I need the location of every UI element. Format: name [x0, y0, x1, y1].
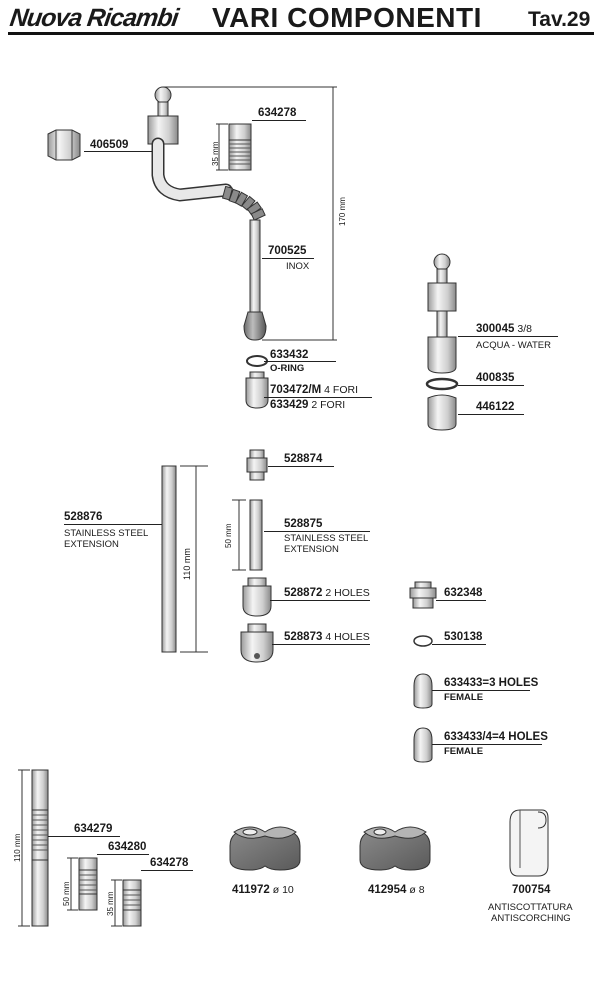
part-634278-top-drawing — [216, 123, 252, 171]
rule-634278-top — [252, 120, 306, 121]
code-632348: 632348 — [444, 587, 483, 599]
code-406509: 406509 — [90, 139, 129, 151]
desc1-700754: ANTISCOTTATURA — [488, 902, 573, 913]
part-530138-oring — [413, 635, 433, 647]
part-700754-antiscorching — [509, 809, 549, 877]
part-700525-lance — [147, 86, 337, 341]
rule-528872 — [270, 600, 370, 601]
part-634278-bottom-spring — [111, 879, 142, 927]
desc-633432: O-RING — [270, 363, 305, 374]
rule-634278-bottom — [141, 870, 193, 871]
part-528872-nozzle — [242, 577, 272, 617]
code-633433: 633433=3 HOLES — [444, 677, 539, 689]
dim-528875: 50 mm — [224, 523, 233, 548]
part-703472-nozzle — [245, 371, 269, 409]
table-number: Tav.29 — [528, 8, 591, 31]
dim-528876: 110 mm — [182, 548, 192, 580]
rule-528874 — [268, 466, 334, 467]
desc-633433: FEMALE — [444, 692, 484, 703]
part-633433-nozzle — [413, 673, 433, 709]
rule-632348 — [436, 600, 486, 601]
part-446122-cap — [427, 394, 457, 431]
code-634278-top: 634278 — [258, 107, 297, 119]
part-528876-extension — [161, 465, 208, 653]
header-rule — [8, 32, 594, 35]
part-400835-oring — [425, 377, 459, 391]
dim-634279: 110 mm — [13, 833, 22, 862]
code-700754: 700754 — [512, 884, 551, 896]
rule-633433 — [432, 690, 530, 691]
desc2-700754: ANTISCORCHING — [491, 913, 571, 924]
desc1-528876: STAINLESS STEEL — [64, 528, 149, 539]
desc-633434: FEMALE — [444, 746, 484, 757]
rule-528876 — [64, 524, 162, 525]
rule-400835 — [458, 385, 524, 386]
code-400835: 400835 — [476, 372, 515, 384]
part-528875-extension — [232, 499, 263, 571]
desc-700525: INOX — [286, 261, 310, 272]
rule-700525 — [262, 258, 314, 259]
rule-446122 — [458, 414, 524, 415]
rule-528875 — [264, 531, 370, 532]
desc1-528875: STAINLESS STEEL — [284, 533, 369, 544]
code-700525: 700525 — [268, 245, 307, 257]
part-634279-spring — [18, 769, 49, 927]
code-528875: 528875 — [284, 518, 323, 530]
dim-634278-top: 35 mm — [211, 141, 220, 166]
part-528874-fitting — [246, 449, 268, 481]
part-528873-nozzle — [240, 623, 274, 663]
rule-633432 — [264, 361, 336, 362]
rule-530138 — [432, 644, 486, 645]
desc-300045: ACQUA - WATER — [476, 340, 551, 351]
rule-528873 — [272, 644, 370, 645]
dim-634278-bottom: 35 mm — [106, 891, 115, 916]
part-300045-lance — [427, 253, 457, 374]
code-530138: 530138 — [444, 631, 483, 643]
part-412954-rubber — [359, 826, 431, 871]
code-528874: 528874 — [284, 453, 323, 465]
code-634278-bottom: 634278 — [150, 857, 189, 869]
dim-634280: 50 mm — [62, 881, 71, 906]
rule-300045 — [458, 336, 558, 337]
rule-703472 — [264, 397, 372, 398]
code-634280: 634280 — [108, 841, 147, 853]
code-634279: 634279 — [74, 823, 113, 835]
part-406509-drawing — [47, 129, 81, 161]
code-528876: 528876 — [64, 511, 103, 523]
rule-406509 — [84, 151, 152, 152]
code-633432: 633432 — [270, 349, 309, 361]
code-633434: 633433/4=4 HOLES — [444, 731, 548, 743]
part-634280-spring — [67, 857, 98, 911]
desc2-528875: EXTENSION — [284, 544, 339, 555]
part-632348-fitting — [409, 581, 437, 609]
rule-633434 — [432, 744, 542, 745]
rule-634279 — [48, 836, 120, 837]
code-446122: 446122 — [476, 401, 515, 413]
part-633434-nozzle — [413, 727, 433, 763]
rule-634280 — [97, 854, 149, 855]
desc2-528876: EXTENSION — [64, 539, 119, 550]
dim-lance-170: 170 mm — [338, 197, 347, 226]
page-title: VARI COMPONENTI — [212, 2, 482, 33]
part-411972-rubber — [229, 826, 301, 871]
